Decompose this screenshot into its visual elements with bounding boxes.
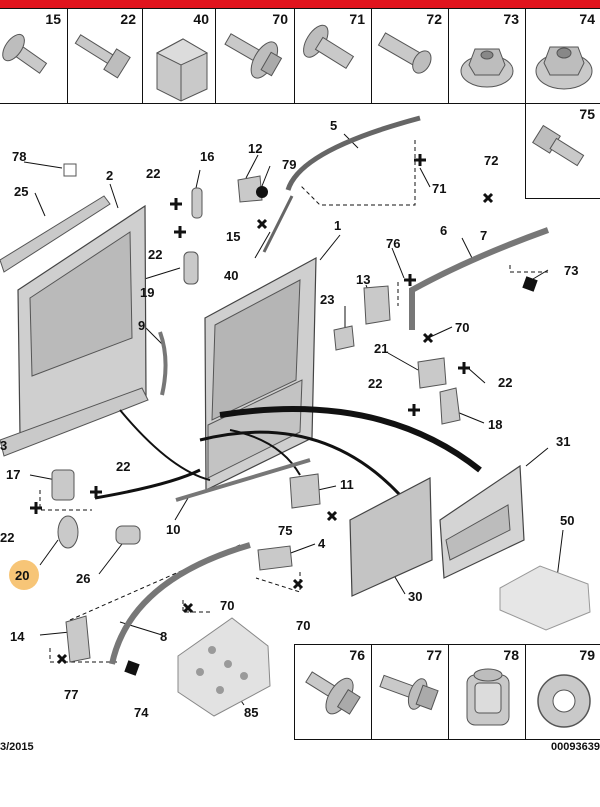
- callout-50[interactable]: 50: [560, 513, 575, 528]
- callout-73[interactable]: 73: [564, 263, 579, 278]
- callout-15[interactable]: 15: [226, 229, 241, 244]
- screw-icon: [305, 671, 361, 715]
- callout-18[interactable]: 18: [488, 417, 503, 432]
- callout-85[interactable]: 85: [244, 705, 259, 720]
- callout-30[interactable]: 30: [408, 589, 423, 604]
- callout-40[interactable]: 40: [224, 268, 239, 283]
- callout-26[interactable]: 26: [76, 571, 91, 586]
- cell-number: 15: [45, 11, 61, 27]
- callout-71[interactable]: 71: [432, 181, 447, 196]
- callout-6[interactable]: 6: [440, 223, 448, 238]
- callout-22e[interactable]: 22: [116, 459, 131, 474]
- footer-ref: 00093639: [551, 741, 600, 753]
- cell-number: 22: [120, 11, 136, 27]
- screw-icon: [379, 674, 439, 711]
- cell-number: 73: [503, 11, 519, 27]
- callout-79[interactable]: 79: [282, 157, 297, 172]
- callout-70[interactable]: 70: [455, 320, 470, 335]
- top-banner: [0, 0, 600, 9]
- callout-77[interactable]: 77: [64, 687, 79, 702]
- part-cell-75[interactable]: 75: [525, 103, 600, 199]
- cell-number: 79: [579, 647, 595, 663]
- callout-22f[interactable]: 22: [0, 530, 15, 545]
- part-cell-22[interactable]: 22: [67, 8, 143, 104]
- callout-7[interactable]: 7: [480, 228, 488, 243]
- callout-22c[interactable]: 22: [498, 375, 513, 390]
- callout-22b[interactable]: 22: [148, 247, 163, 262]
- screw-icon: [224, 33, 283, 79]
- part-cell-40[interactable]: 40: [142, 8, 216, 104]
- callout-8[interactable]: 8: [160, 629, 168, 644]
- callout-31[interactable]: 31: [556, 434, 571, 449]
- callout-22d[interactable]: 22: [368, 376, 383, 391]
- callout-13[interactable]: 13: [356, 272, 371, 287]
- footer-date: 3/2015: [0, 741, 34, 753]
- callout-1[interactable]: 1: [334, 218, 342, 233]
- callout-17[interactable]: 17: [6, 467, 21, 482]
- part-cell-74[interactable]: 74: [525, 8, 600, 104]
- callout-72[interactable]: 72: [484, 153, 499, 168]
- callout-23[interactable]: 23: [320, 292, 335, 307]
- callout-9[interactable]: 9: [138, 318, 146, 333]
- screw-icon: [377, 32, 432, 74]
- nut-icon: [535, 46, 593, 90]
- cell-number: 72: [426, 11, 442, 27]
- cell-number: 74: [579, 11, 595, 27]
- callout-74[interactable]: 74: [134, 705, 149, 720]
- callout-70b[interactable]: 70: [220, 598, 235, 613]
- cell-number: 40: [193, 11, 209, 27]
- nut-icon: [460, 48, 514, 88]
- screw-icon: [2, 33, 48, 74]
- callout-20-highlighted[interactable]: 20: [15, 568, 30, 583]
- callout-21[interactable]: 21: [374, 341, 389, 356]
- part-cell-78[interactable]: 78: [448, 644, 526, 740]
- screw-icon: [74, 34, 131, 79]
- callout-2[interactable]: 2: [106, 168, 114, 183]
- callout-3[interactable]: 3: [0, 438, 8, 453]
- callout-25[interactable]: 25: [14, 184, 29, 199]
- cell-number: 76: [349, 647, 365, 663]
- part-cell-77[interactable]: 77: [371, 644, 449, 740]
- cell-number: 71: [349, 11, 365, 27]
- callout-19[interactable]: 19: [140, 285, 155, 300]
- callout-22[interactable]: 22: [146, 166, 161, 181]
- callout-11[interactable]: 11: [340, 477, 354, 492]
- callout-12[interactable]: 12: [248, 141, 263, 156]
- cell-number: 75: [579, 106, 595, 122]
- part-cell-70[interactable]: 70: [215, 8, 295, 104]
- cell-number: 78: [503, 647, 519, 663]
- part-cell-71[interactable]: 71: [294, 8, 372, 104]
- block-icon: [155, 38, 209, 102]
- part-cell-73[interactable]: 73: [448, 8, 526, 104]
- callout-4[interactable]: 4: [318, 536, 326, 551]
- callout-70c[interactable]: 70: [296, 618, 311, 633]
- cell-number: 70: [272, 11, 288, 27]
- callout-16[interactable]: 16: [200, 149, 215, 164]
- callout-5[interactable]: 5: [330, 118, 338, 133]
- callout-75[interactable]: 75: [278, 523, 293, 538]
- part-cell-79[interactable]: 79: [525, 644, 600, 740]
- screw-icon: [532, 124, 585, 167]
- callout-78[interactable]: 78: [12, 149, 27, 164]
- cell-number: 77: [426, 647, 442, 663]
- part-cell-15[interactable]: 15: [0, 8, 68, 104]
- clip-icon: [466, 668, 510, 726]
- callout-10[interactable]: 10: [166, 522, 181, 537]
- part-cell-76[interactable]: 76: [294, 644, 372, 740]
- washer-icon: [537, 674, 591, 728]
- screw-icon: [303, 24, 355, 70]
- part-cell-72[interactable]: 72: [371, 8, 449, 104]
- callout-14[interactable]: 14: [10, 629, 25, 644]
- callout-76[interactable]: 76: [386, 236, 401, 251]
